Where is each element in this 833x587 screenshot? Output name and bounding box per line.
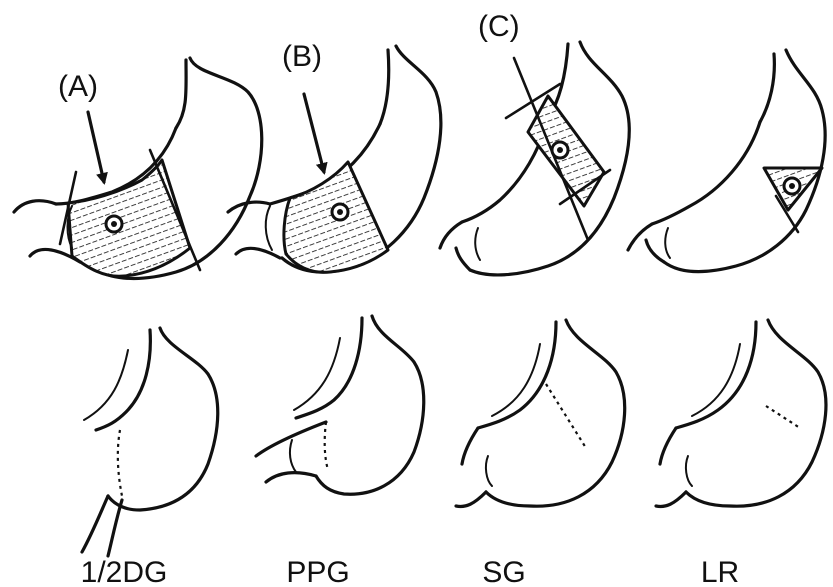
reconstruction-panel-pylorus-preserving: PPG bbox=[256, 316, 424, 587]
duodenum-lower-wall bbox=[266, 473, 316, 482]
omentum-line bbox=[692, 344, 740, 416]
resection-panel-distal-gastrectomy: (A) bbox=[14, 58, 262, 279]
arrow-a bbox=[88, 112, 104, 182]
esophagus-right-wall-and-greater-curvature bbox=[686, 320, 826, 506]
duodenum-lower-wall bbox=[646, 240, 664, 262]
reconstruction-panel-local-resection: LR bbox=[656, 320, 826, 587]
esophagus-left-wall bbox=[478, 322, 556, 428]
procedure-caption-sg: SG bbox=[482, 556, 525, 587]
anastomosis-suture bbox=[546, 384, 586, 448]
tumor-core bbox=[111, 221, 117, 227]
lesser-curvature bbox=[462, 428, 478, 464]
duodenum-wall bbox=[456, 492, 486, 506]
duodenum-upper-wall bbox=[228, 202, 270, 212]
callout-label-c: (C) bbox=[478, 10, 520, 43]
callout-label-a: (A) bbox=[58, 70, 98, 103]
duodenum-upper-wall bbox=[256, 422, 326, 456]
duodenum-wall bbox=[656, 492, 686, 506]
callout-label-b: (B) bbox=[282, 40, 322, 73]
duodenum-lower-wall bbox=[456, 248, 470, 270]
omentum-line bbox=[492, 344, 540, 416]
pylorus-ring bbox=[475, 228, 480, 260]
esophagus-left-wall bbox=[96, 330, 150, 430]
reconstruction-panel-segmental: SG bbox=[456, 320, 625, 587]
pylorus-ring bbox=[486, 456, 492, 486]
anastomosis-suture bbox=[325, 422, 328, 470]
esophagus-left-wall bbox=[380, 50, 389, 124]
reconstruction-panel-distal-gastrectomy: 1/2DG bbox=[81, 328, 218, 587]
pylorus-ring bbox=[665, 228, 670, 258]
procedure-caption-dg: 1/2DG bbox=[81, 556, 168, 587]
anastomosis-suture bbox=[766, 406, 800, 428]
duodenum-wall bbox=[82, 496, 108, 552]
esophagus-left-wall bbox=[676, 322, 756, 428]
resection-panel-segmental: (C) bbox=[440, 10, 629, 275]
tumor-core bbox=[337, 209, 343, 215]
tumor-core bbox=[557, 147, 563, 153]
procedure-caption-lr: LR bbox=[701, 556, 739, 587]
esophagus-right-wall-and-greater-curvature bbox=[108, 328, 218, 510]
esophagus-left-wall bbox=[760, 54, 774, 122]
pylorus-ring bbox=[686, 456, 692, 486]
duodenum-lower-wall bbox=[236, 248, 280, 258]
resection-area-a bbox=[68, 160, 190, 276]
duodenum-wall-outer bbox=[108, 500, 122, 556]
esophagus-right-wall-and-greater-curvature bbox=[316, 316, 424, 494]
lesser-curvature bbox=[660, 428, 676, 464]
lesser-curvature bbox=[652, 122, 760, 224]
anastomosis-suture bbox=[118, 430, 122, 496]
esophagus-right-wall-and-greater-curvature bbox=[664, 50, 825, 272]
procedure-caption-ppg: PPG bbox=[286, 556, 349, 587]
duodenum-upper-wall bbox=[440, 222, 462, 248]
arrow-b bbox=[304, 94, 324, 172]
resection-panel-local-resection bbox=[628, 50, 825, 272]
pylorus-ring bbox=[290, 440, 296, 472]
omentum-line bbox=[84, 350, 128, 420]
tumor-core bbox=[789, 183, 795, 189]
duodenum-upper-wall bbox=[14, 201, 56, 212]
esophagus-left-wall bbox=[176, 60, 186, 128]
pylorus-ring bbox=[266, 206, 272, 250]
